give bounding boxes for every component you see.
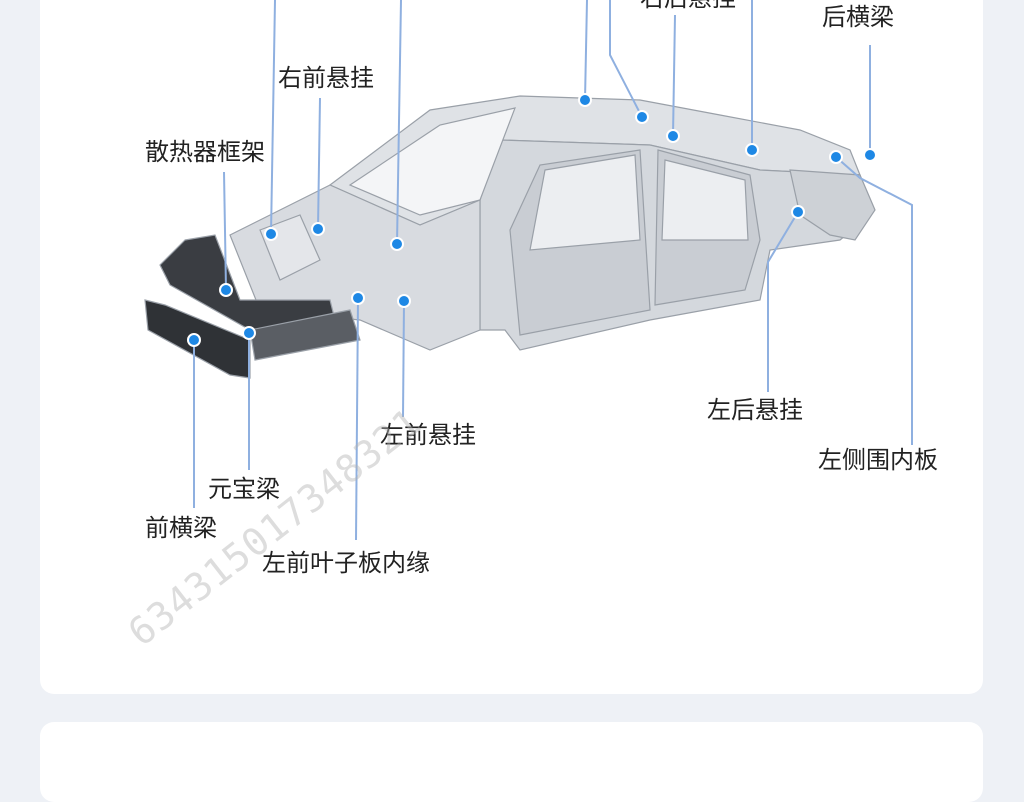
marker-dot [791,205,805,219]
marker-dot [351,291,365,305]
marker-dot [745,143,759,157]
car-body-diagram [144,0,913,541]
label-right-front-suspension: 右前悬挂 [278,64,374,92]
label-radiator-frame: 散热器框架 [145,138,265,166]
marker-dot [264,227,278,241]
marker-dot [390,237,404,251]
marker-dot [666,129,680,143]
marker-dot [219,283,233,297]
leader-lines [193,0,913,541]
label-left-front-suspension: 左前悬挂 [380,421,476,449]
marker-dot [635,110,649,124]
marker-dot [397,294,411,308]
label-left-rear-suspension: 左后悬挂 [707,396,803,424]
marker-dot [187,333,201,347]
marker-dot [242,326,256,340]
marker-dot [311,222,325,236]
label-left-side-inner-panel: 左侧围内板 [818,446,938,474]
label-front-crossbeam: 前横梁 [145,514,217,542]
label-rear-crossbeam: 后横梁 [822,3,894,31]
label-right-rear-suspension: 右后悬挂 [640,0,736,12]
car-body-illustration [144,95,876,379]
label-yuanbao-beam: 元宝梁 [208,475,280,503]
marker-dot [829,150,843,164]
label-left-front-fender-inner-edge: 左前叶子板内缘 [262,549,430,577]
marker-dot [863,148,877,162]
marker-dots [187,93,877,347]
marker-dot [578,93,592,107]
